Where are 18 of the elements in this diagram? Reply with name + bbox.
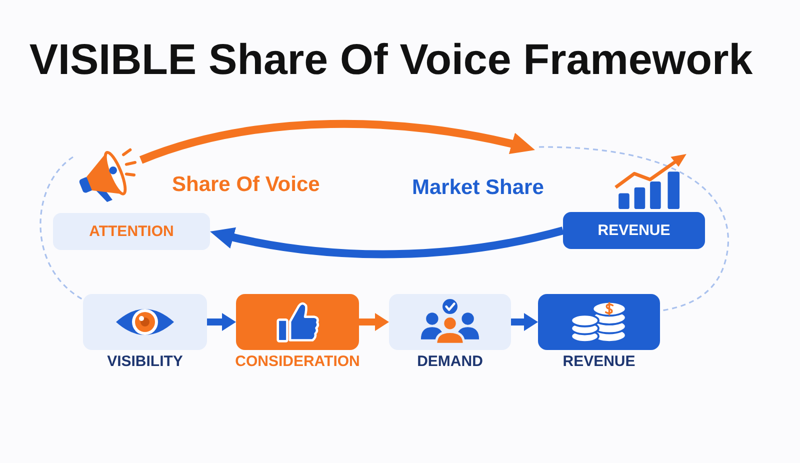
- section-label: Share Of Voice: [172, 172, 320, 198]
- title: VISIBLE Share Of Voice Framework: [28, 35, 754, 86]
- dashed-line: [538, 146, 729, 312]
- dashed-line: [40, 156, 84, 300]
- stage-box: [563, 212, 705, 249]
- arrow: [359, 313, 389, 331]
- arrow: [511, 313, 538, 331]
- curved-arrow: [140, 120, 536, 164]
- stage-label: DEMAND: [417, 353, 483, 371]
- arrow: [207, 313, 236, 331]
- stage-label: CONSIDERATION: [235, 353, 360, 371]
- stage-label: VISIBILITY: [107, 353, 183, 371]
- stage-label: REVENUE: [562, 353, 636, 371]
- stage-box: [53, 213, 210, 250]
- curved-arrow: [209, 226, 564, 258]
- box-label: REVENUE: [598, 222, 670, 240]
- box-label: ATTENTION: [89, 222, 174, 240]
- section-label: Market Share: [412, 175, 544, 201]
